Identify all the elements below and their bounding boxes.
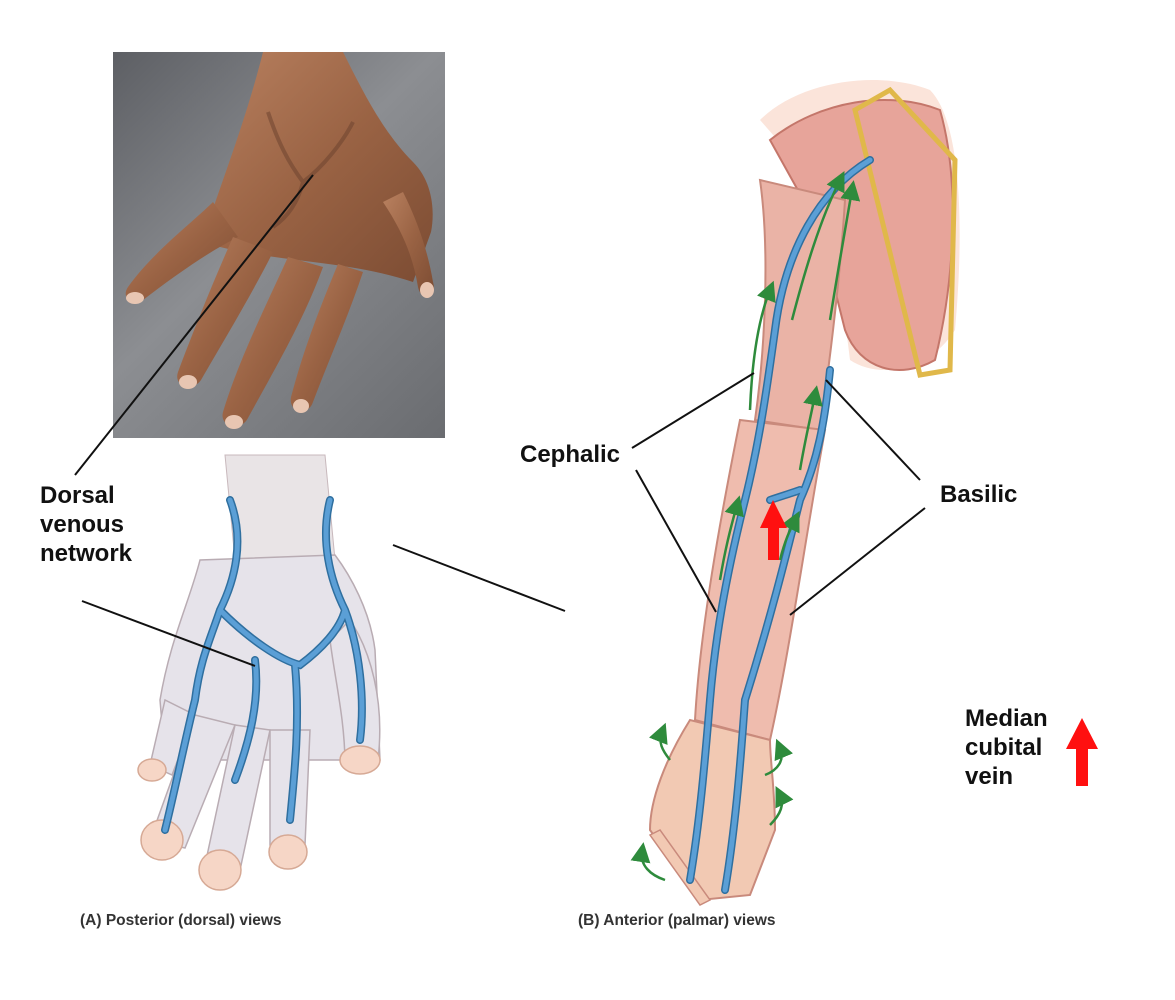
cephalic-label: Cephalic — [520, 441, 620, 470]
dorsal-hand-illustration — [138, 455, 380, 890]
flow-arrow-icon — [642, 852, 665, 880]
median-label-line-3: vein — [965, 763, 1048, 792]
leader-line-photo — [75, 175, 313, 475]
flow-arrow-icon — [660, 732, 670, 760]
posterior-caption: (A) Posterior (dorsal) views — [80, 912, 282, 931]
dorsal-label-line-1: Dorsal — [40, 482, 132, 511]
leader-line-basilic-lower — [790, 508, 925, 615]
up-arrow-icon — [1066, 718, 1098, 786]
anterior-caption: (B) Anterior (palmar) views — [578, 912, 776, 931]
leader-line-connector — [393, 545, 565, 611]
median-cubital-vein-label: Median cubital vein — [965, 705, 1048, 791]
leader-line-cephalic-lower — [636, 470, 716, 612]
anterior-arm-illustration — [642, 80, 960, 905]
median-label-line-2: cubital — [965, 734, 1048, 763]
median-label-line-1: Median — [965, 705, 1048, 734]
dorsal-label-line-2: venous — [40, 511, 132, 540]
leader-line-basilic-upper — [826, 380, 920, 480]
dorsal-label-line-3: network — [40, 540, 132, 569]
basilic-label: Basilic — [940, 481, 1017, 510]
dorsal-venous-network-label: Dorsal venous network — [40, 482, 132, 568]
